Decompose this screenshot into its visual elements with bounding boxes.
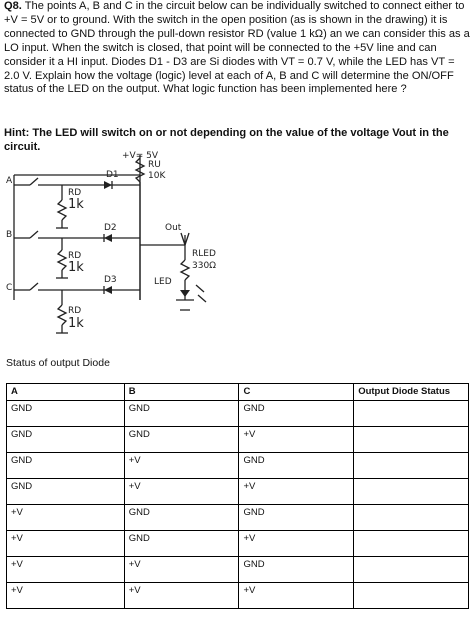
cell-output[interactable] <box>353 504 469 531</box>
ru-label: RU <box>148 160 161 170</box>
switch-c <box>29 282 39 291</box>
cell-c: +V <box>238 530 355 557</box>
cell-a: GND <box>6 400 125 427</box>
rled-value: 330Ω <box>192 261 216 271</box>
cell-output[interactable] <box>353 582 469 609</box>
cell-b: GND <box>123 530 240 557</box>
question-number: Q8. <box>4 0 22 12</box>
rd-label-a: RD <box>68 188 81 198</box>
rd-resistor-c <box>56 304 68 326</box>
cell-a: GND <box>6 478 125 505</box>
node-b-label: B <box>6 230 12 240</box>
d3-label: D3 <box>104 275 117 285</box>
cell-a: +V <box>6 582 125 609</box>
header-output: Output Diode Status <box>353 383 469 401</box>
cell-a: +V <box>6 556 125 583</box>
table-header-row: A B C Output Diode Status <box>6 383 469 401</box>
status-title: Status of output Diode <box>6 357 110 369</box>
cell-c: GND <box>238 556 355 583</box>
rd-value-a: 1k <box>68 197 84 212</box>
cell-c: +V <box>238 582 355 609</box>
cell-b: GND <box>123 400 240 427</box>
cell-a: +V <box>6 504 125 531</box>
question-text: Q8. The points A, B and C in the circuit… <box>4 0 472 97</box>
node-c-label: C <box>6 283 12 293</box>
rd-value-b: 1k <box>68 260 84 275</box>
supply-label: +V= 5V <box>122 151 159 161</box>
cell-a: +V <box>6 530 125 557</box>
cell-a: GND <box>6 452 125 479</box>
table-row: +V GND GND <box>6 504 469 531</box>
status-table: A B C Output Diode Status GND GND GND GN… <box>6 383 469 609</box>
switch-a <box>29 177 39 186</box>
circuit-diagram: +V= 5V RU 10K D1 D2 D3 RD 1k RD 1k RD 1k… <box>6 151 216 334</box>
cell-b: +V <box>123 478 240 505</box>
d1-label: D1 <box>106 170 119 180</box>
table-row: GND +V GND <box>6 452 469 479</box>
cell-output[interactable] <box>353 400 469 427</box>
rd-label-b: RD <box>68 251 81 261</box>
rd-label-c: RD <box>68 306 81 316</box>
switch-b <box>29 230 39 239</box>
header-a: A <box>6 383 125 401</box>
cell-b: GND <box>123 504 240 531</box>
cell-output[interactable] <box>353 426 469 453</box>
cell-c: +V <box>238 478 355 505</box>
cell-output[interactable] <box>353 478 469 505</box>
diode-d3 <box>104 286 112 294</box>
cell-output[interactable] <box>353 530 469 557</box>
cell-b: +V <box>123 556 240 583</box>
diode-d2 <box>104 234 112 242</box>
diode-d1 <box>104 181 112 189</box>
cell-b: +V <box>123 452 240 479</box>
rd-resistor-b <box>56 249 68 271</box>
rled-resistor <box>179 259 191 281</box>
table-row: +V +V GND <box>6 556 469 583</box>
cell-b: +V <box>123 582 240 609</box>
table-row: GND +V +V <box>6 478 469 505</box>
header-b: B <box>123 383 240 401</box>
cell-c: +V <box>238 426 355 453</box>
question-body: The points A, B and C in the circuit bel… <box>4 0 470 96</box>
cell-output[interactable] <box>353 556 469 583</box>
header-c: C <box>238 383 355 401</box>
rled-label: RLED <box>192 249 216 259</box>
cell-a: GND <box>6 426 125 453</box>
led-symbol <box>180 290 190 297</box>
ru-resistor <box>134 157 146 183</box>
d2-label: D2 <box>104 223 117 233</box>
cell-b: GND <box>123 426 240 453</box>
led-label: LED <box>154 277 172 287</box>
cell-c: GND <box>238 452 355 479</box>
cell-c: GND <box>238 400 355 427</box>
rd-value-c: 1k <box>68 316 84 331</box>
rd-resistor-a <box>56 199 68 221</box>
table-row: GND GND +V <box>6 426 469 453</box>
cell-c: GND <box>238 504 355 531</box>
out-label: Out <box>165 223 182 233</box>
node-a-label: A <box>6 176 13 186</box>
table-row: GND GND GND <box>6 400 469 427</box>
hint-text: Hint: The LED will switch on or not depe… <box>4 127 449 153</box>
table-row: +V +V +V <box>6 582 469 609</box>
table-row: +V GND +V <box>6 530 469 557</box>
cell-output[interactable] <box>353 452 469 479</box>
ru-value: 10K <box>148 171 166 181</box>
